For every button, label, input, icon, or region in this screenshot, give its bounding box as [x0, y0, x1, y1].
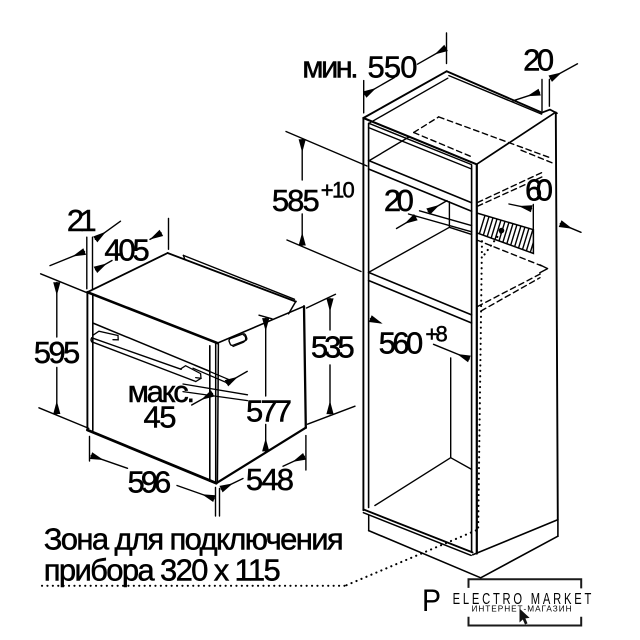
svg-text:+8: +8	[425, 322, 447, 347]
svg-text:548: 548	[246, 462, 294, 497]
svg-text:45: 45	[144, 400, 177, 435]
svg-text:596: 596	[128, 464, 172, 499]
svg-text:ELECTRO MARKET: ELECTRO MARKET	[453, 591, 594, 608]
svg-text:20: 20	[384, 183, 414, 218]
svg-text:20: 20	[523, 42, 554, 77]
svg-text:577: 577	[246, 394, 292, 429]
svg-text:21: 21	[67, 203, 97, 238]
svg-text:P: P	[422, 582, 441, 618]
svg-text:ИНТЕРНЕТ-МАГАЗИН: ИНТЕРНЕТ-МАГАЗИН	[472, 604, 573, 614]
svg-text:прибора 320 x 115: прибора 320 x 115	[44, 553, 281, 588]
svg-text:мин.: мин.	[302, 50, 359, 85]
svg-text:405: 405	[104, 233, 149, 268]
svg-text:550: 550	[368, 50, 418, 85]
svg-text:60: 60	[525, 172, 553, 207]
svg-text:535: 535	[311, 330, 355, 365]
svg-text:585: 585	[272, 183, 320, 218]
svg-text:560: 560	[379, 326, 424, 361]
svg-text:+10: +10	[321, 177, 355, 202]
svg-text:595: 595	[34, 335, 80, 370]
svg-text:Зона для подключения: Зона для подключения	[44, 522, 344, 557]
svg-text:макс.: макс.	[128, 374, 196, 409]
